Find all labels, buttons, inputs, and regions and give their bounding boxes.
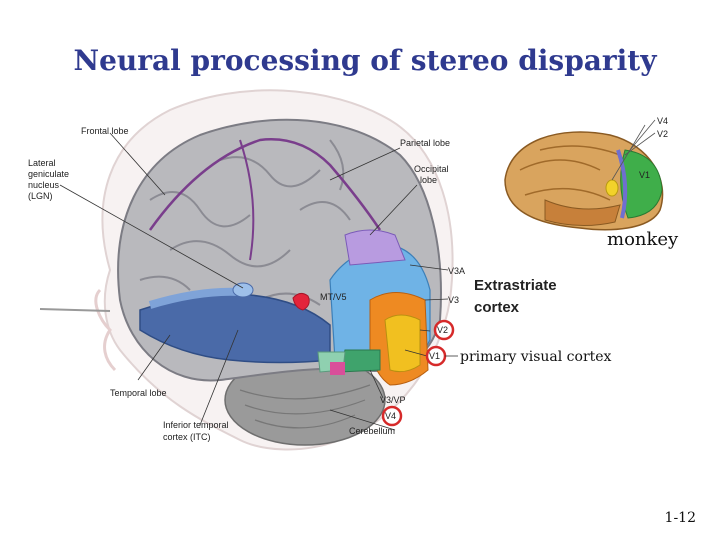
area-v1 [384,314,421,373]
label-extrastriate-2: cortex [474,299,520,316]
page-number: 1-12 [664,510,696,526]
label-lgn-4: (LGN) [28,191,53,201]
label-occipital-1: Occipital [414,164,449,174]
eye-pointer [39,308,111,312]
label-cerebellum: Cerebellum [349,426,395,436]
label-v3-vp: V3/VP [380,395,406,405]
monkey-brain-inset [504,119,664,231]
optic-tract [148,287,241,309]
circled-v2: V2 [433,319,455,341]
label-primary-visual-cortex: primary visual cortex [460,349,612,365]
label-lgn-2: geniculate [28,169,69,179]
label-temporal-lobe: Temporal lobe [110,388,167,398]
area-v3a [344,229,406,266]
slide-title: Neural processing of stereo disparity [73,44,657,77]
svg-text:V1: V1 [429,351,440,361]
area-magenta [330,362,345,375]
svg-text:V2: V2 [437,325,448,335]
label-extrastriate-1: Extrastriate [474,277,557,294]
circled-v4: V4 [381,405,403,427]
label-lgn-1: Lateral [28,158,56,168]
label-lgn-3: nucleus [28,180,60,190]
label-parietal-lobe: Parietal lobe [400,138,450,148]
label-monkey-v1: V1 [639,170,650,180]
label-occipital-2: lobe [420,175,437,185]
face-outline [94,288,117,372]
label-v3a: V3A [448,266,465,276]
lgn-shape [232,282,254,298]
label-mt-v5: MT/V5 [320,292,347,302]
label-monkey: monkey [607,229,679,250]
area-mt-v5 [292,292,310,311]
svg-text:V4: V4 [385,411,396,421]
label-itc-1: Inferior temporal [163,420,229,430]
label-monkey-v2: V2 [657,129,668,139]
area-v4 [339,349,381,373]
circled-v1: V1 [425,345,447,367]
label-monkey-v4: V4 [657,116,668,126]
label-itc-2: cortex (ITC) [163,432,211,442]
label-v3: V3 [448,295,459,305]
label-frontal-lobe: Frontal lobe [81,126,129,136]
